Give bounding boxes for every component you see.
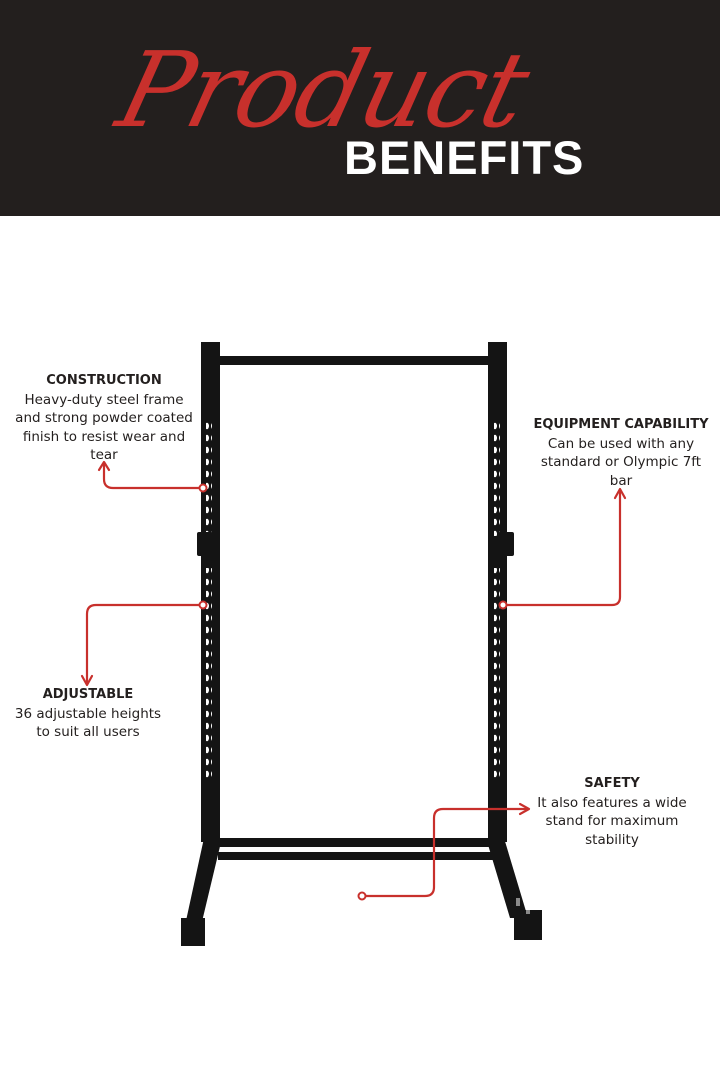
base-crossbar-back xyxy=(215,838,495,847)
header-bold-title: BENEFITS xyxy=(344,131,585,184)
construction-title: CONSTRUCTION xyxy=(46,373,162,388)
safety-title: SAFETY xyxy=(584,776,640,791)
safety-pointer-line xyxy=(360,807,530,898)
right-foot xyxy=(486,838,528,918)
header-banner: Product BENEFITS xyxy=(0,0,720,216)
equipment-title: EQUIPMENT CAPABILITY xyxy=(533,417,709,432)
safety-text: It also features a wide stand for maximu… xyxy=(537,794,687,848)
left-j-hook xyxy=(197,532,213,556)
equipment-text: Can be used with any standard or Olympic… xyxy=(540,435,702,489)
safety-pointer-dot xyxy=(357,891,367,901)
right-j-hook xyxy=(498,532,514,556)
adjustable-pointer-line xyxy=(85,603,205,686)
left-foot xyxy=(184,838,222,930)
construction-pointer-dot xyxy=(198,483,208,493)
base-crossbar-front xyxy=(218,852,494,860)
equipment-callout: EQUIPMENT CAPABILITY Can be used with an… xyxy=(532,416,710,490)
adjustable-title: ADJUSTABLE xyxy=(42,687,134,702)
adjustable-callout: ADJUSTABLE 36 adjustable heights to suit… xyxy=(14,686,162,742)
construction-text: Heavy-duty steel frame and strong powder… xyxy=(15,391,193,464)
construction-callout: CONSTRUCTION Heavy-duty steel frame and … xyxy=(14,372,194,465)
adjustable-text: 36 adjustable heights to suit all users xyxy=(14,705,162,741)
construction-pointer-line xyxy=(102,462,205,490)
equipment-pointer-line xyxy=(501,488,622,607)
equipment-pointer-dot xyxy=(498,600,508,610)
pullup-bar xyxy=(212,356,502,365)
safety-callout: SAFETY It also features a wide stand for… xyxy=(536,775,688,849)
adjustable-pointer-dot xyxy=(198,600,208,610)
